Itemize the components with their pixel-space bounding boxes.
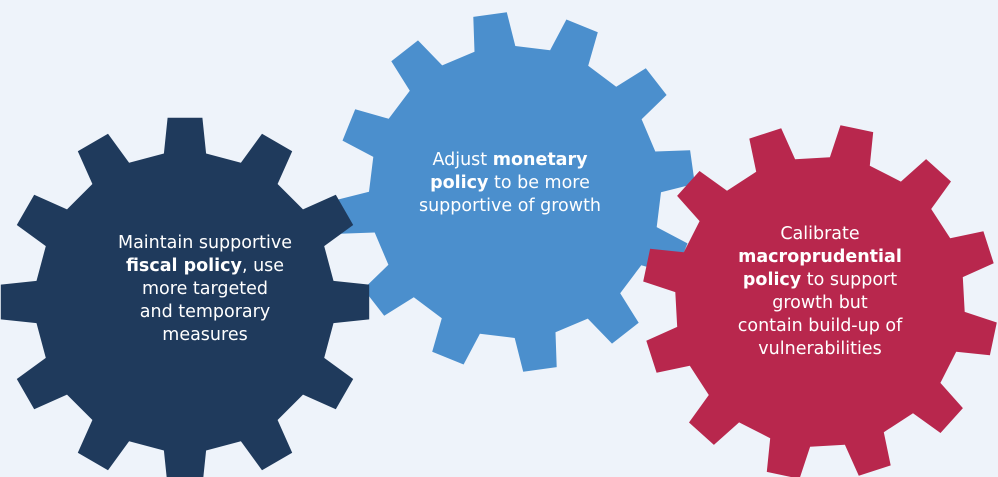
monetary-gear-shape [335, 12, 695, 372]
policy-term: policy [742, 270, 802, 290]
monetary-text-line: policy to be more [375, 172, 645, 195]
macroprudential-text-line: contain build-up of [700, 315, 940, 338]
policy-term: fiscal policy [125, 256, 242, 276]
macroprudential-text-line: vulnerabilities [700, 338, 940, 361]
text-segment: , use [241, 256, 285, 276]
text-segment: vulnerabilities [758, 339, 882, 359]
macroprudential-text-line: policy to support [700, 269, 940, 292]
text-segment: to support [801, 270, 898, 290]
policy-term: monetary [492, 150, 588, 170]
policy-term: macroprudential [738, 247, 902, 267]
text-segment: more targeted [142, 279, 268, 299]
fiscal-text-line: Maintain supportive [60, 232, 350, 255]
fiscal-gear-shape [0, 117, 370, 477]
text-segment: Calibrate [780, 224, 860, 244]
policy-term: policy [430, 173, 489, 193]
fiscal-text-line: fiscal policy, use [60, 255, 350, 278]
fiscal-text-line: measures [60, 324, 350, 347]
macroprudential-text-line: Calibrate [700, 223, 940, 246]
text-segment: contain build-up of [737, 316, 903, 336]
macroprudential-text-line: macroprudential [700, 246, 940, 269]
fiscal-text-line: more targeted [60, 278, 350, 301]
text-segment: growth but [772, 293, 868, 313]
macroprudential-gear-shape [643, 125, 997, 477]
text-segment: Maintain supportive [117, 233, 293, 253]
text-segment: to be more [488, 173, 590, 193]
text-segment: and temporary [139, 302, 271, 322]
monetary-text-line: supportive of growth [375, 195, 645, 218]
text-segment: measures [162, 325, 248, 345]
text-segment: supportive of growth [418, 196, 602, 216]
text-segment: Adjust [432, 150, 493, 170]
macroprudential-text-line: growth but [700, 292, 940, 315]
monetary-text-line: Adjust monetary [375, 149, 645, 172]
fiscal-text-line: and temporary [60, 301, 350, 324]
